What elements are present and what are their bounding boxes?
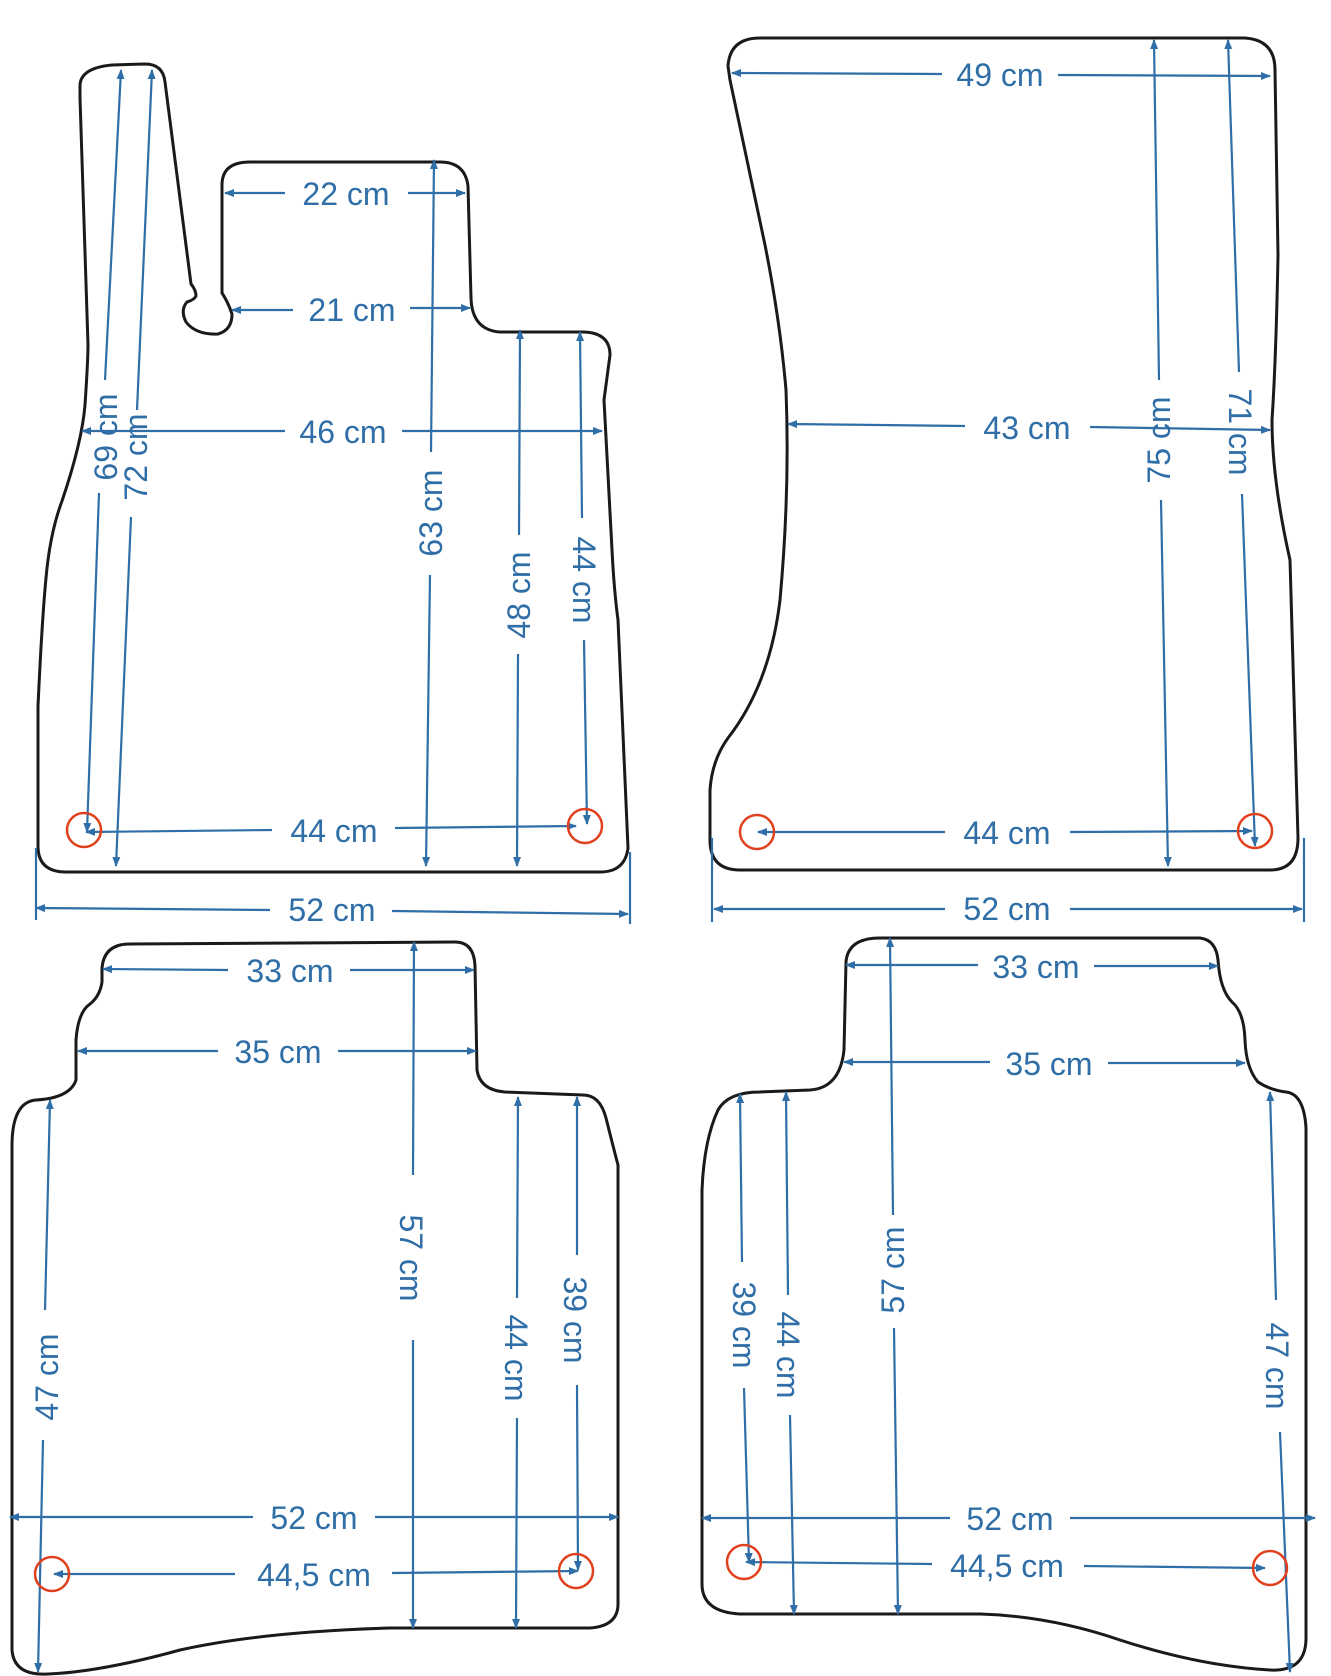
front-left-fixing-hole-right	[566, 807, 604, 845]
rear-right-dim-47: 47 cm	[1259, 1322, 1295, 1409]
front-left-dim-72: 72 cm	[118, 413, 154, 500]
front-right-dim-71: 71 cm	[1222, 388, 1258, 475]
rear-left-dim-44-5: 44,5 cm	[257, 1557, 371, 1593]
front-left-mat: 69 cm 72 cm 22 cm 21 cm 46 cm 63 cm 48 c…	[34, 62, 632, 928]
rear-right-dim-52: 52 cm	[966, 1501, 1053, 1537]
front-left-dim-63: 63 cm	[413, 469, 449, 556]
rear-right-dim-33: 33 cm	[992, 949, 1079, 985]
front-left-dim-44-horizontal: 44 cm	[290, 813, 377, 849]
front-left-dim-69: 69 cm	[88, 393, 124, 480]
front-left-dim-21: 21 cm	[308, 292, 395, 328]
rear-right-dim-39: 39 cm	[726, 1281, 762, 1368]
front-left-dim-52: 52 cm	[288, 892, 375, 928]
rear-right-dim-44-5: 44,5 cm	[950, 1548, 1064, 1584]
rear-left-fixing-hole-left	[33, 1555, 71, 1593]
rear-left-mat: 33 cm 35 cm 47 cm 57 cm 44 cm 39 cm 52 c…	[9, 940, 620, 1676]
front-left-fixing-hole-left	[65, 811, 103, 849]
rear-right-dim-57: 57 cm	[875, 1226, 911, 1313]
front-right-mat-outline	[708, 36, 1300, 872]
front-right-dim-49: 49 cm	[956, 57, 1043, 93]
front-right-dim-75: 75 cm	[1141, 396, 1177, 483]
front-left-dim-48: 48 cm	[501, 551, 537, 638]
rear-right-fixing-hole-left	[725, 1543, 763, 1581]
front-right-dim-52: 52 cm	[963, 891, 1050, 927]
rear-left-dim-57: 57 cm	[393, 1214, 429, 1301]
front-left-dim-22: 22 cm	[302, 176, 389, 212]
rear-right-mat: 33 cm 35 cm 39 cm 44 cm 57 cm 47 cm 52 c…	[700, 936, 1316, 1673]
front-left-dim-44-vertical: 44 cm	[566, 536, 602, 623]
rear-right-dim-35: 35 cm	[1005, 1046, 1092, 1082]
rear-right-fixing-hole-right	[1251, 1549, 1289, 1587]
front-right-dim-44: 44 cm	[963, 815, 1050, 851]
front-right-fixing-hole-left	[738, 813, 776, 851]
rear-right-dim-44: 44 cm	[770, 1311, 806, 1398]
rear-left-mat-outline	[10, 940, 620, 1676]
rear-left-dim-47: 47 cm	[29, 1333, 65, 1420]
rear-left-dim-33: 33 cm	[246, 953, 333, 989]
rear-left-dim-35: 35 cm	[234, 1034, 321, 1070]
front-right-fixing-hole-right	[1236, 812, 1274, 850]
rear-left-fixing-hole-right	[557, 1552, 595, 1590]
front-right-mat: 49 cm 75 cm 71 cm 43 cm 44 cm 52 cm	[708, 36, 1306, 927]
front-left-mat-outline	[36, 62, 630, 874]
rear-left-dim-39: 39 cm	[557, 1276, 593, 1363]
front-left-dim-46: 46 cm	[299, 414, 386, 450]
rear-left-dim-44: 44 cm	[498, 1314, 534, 1401]
front-right-dim-43: 43 cm	[983, 410, 1070, 446]
rear-left-dim-52: 52 cm	[270, 1500, 357, 1536]
